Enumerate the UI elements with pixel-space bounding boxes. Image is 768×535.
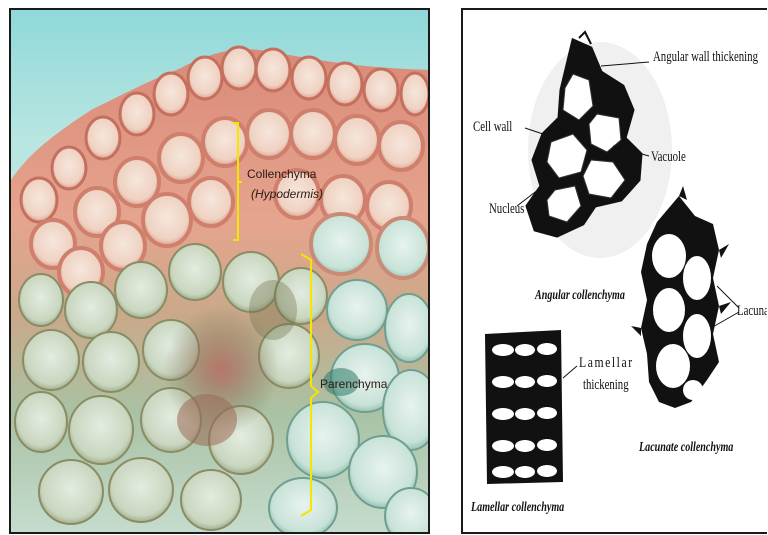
angular-caption: Angular collenchyma bbox=[535, 286, 660, 304]
lacunate-caption: Lacunate collenchyma bbox=[639, 438, 767, 456]
micrograph-image bbox=[11, 10, 430, 534]
lamellar-thickening-label-line1: Lamellar bbox=[579, 354, 649, 372]
lacuna-label: Lacuna bbox=[737, 302, 767, 320]
lamellar-collenchyma-drawing bbox=[485, 330, 577, 484]
lamellar-thickening-label-line2: thickening bbox=[583, 376, 646, 394]
cell-wall-label: Cell wall bbox=[473, 118, 528, 136]
angular-wall-thickening-label: Angular wall thickening bbox=[653, 48, 767, 66]
diagram-panel: Angular wall thickening Cell wall Vacuol… bbox=[461, 8, 767, 534]
parenchyma-label: Parenchyma bbox=[320, 377, 387, 391]
hypodermis-label: (Hypodermis) bbox=[251, 187, 323, 201]
lamellar-caption: Lamellar collenchyma bbox=[471, 498, 600, 516]
nucleus-label: Nucleus bbox=[489, 200, 538, 218]
micrograph-panel: Collenchyma (Hypodermis) Parenchyma bbox=[9, 8, 430, 534]
vacuole-label: Vacuole bbox=[651, 148, 699, 166]
collenchyma-label: Collenchyma bbox=[247, 167, 316, 181]
